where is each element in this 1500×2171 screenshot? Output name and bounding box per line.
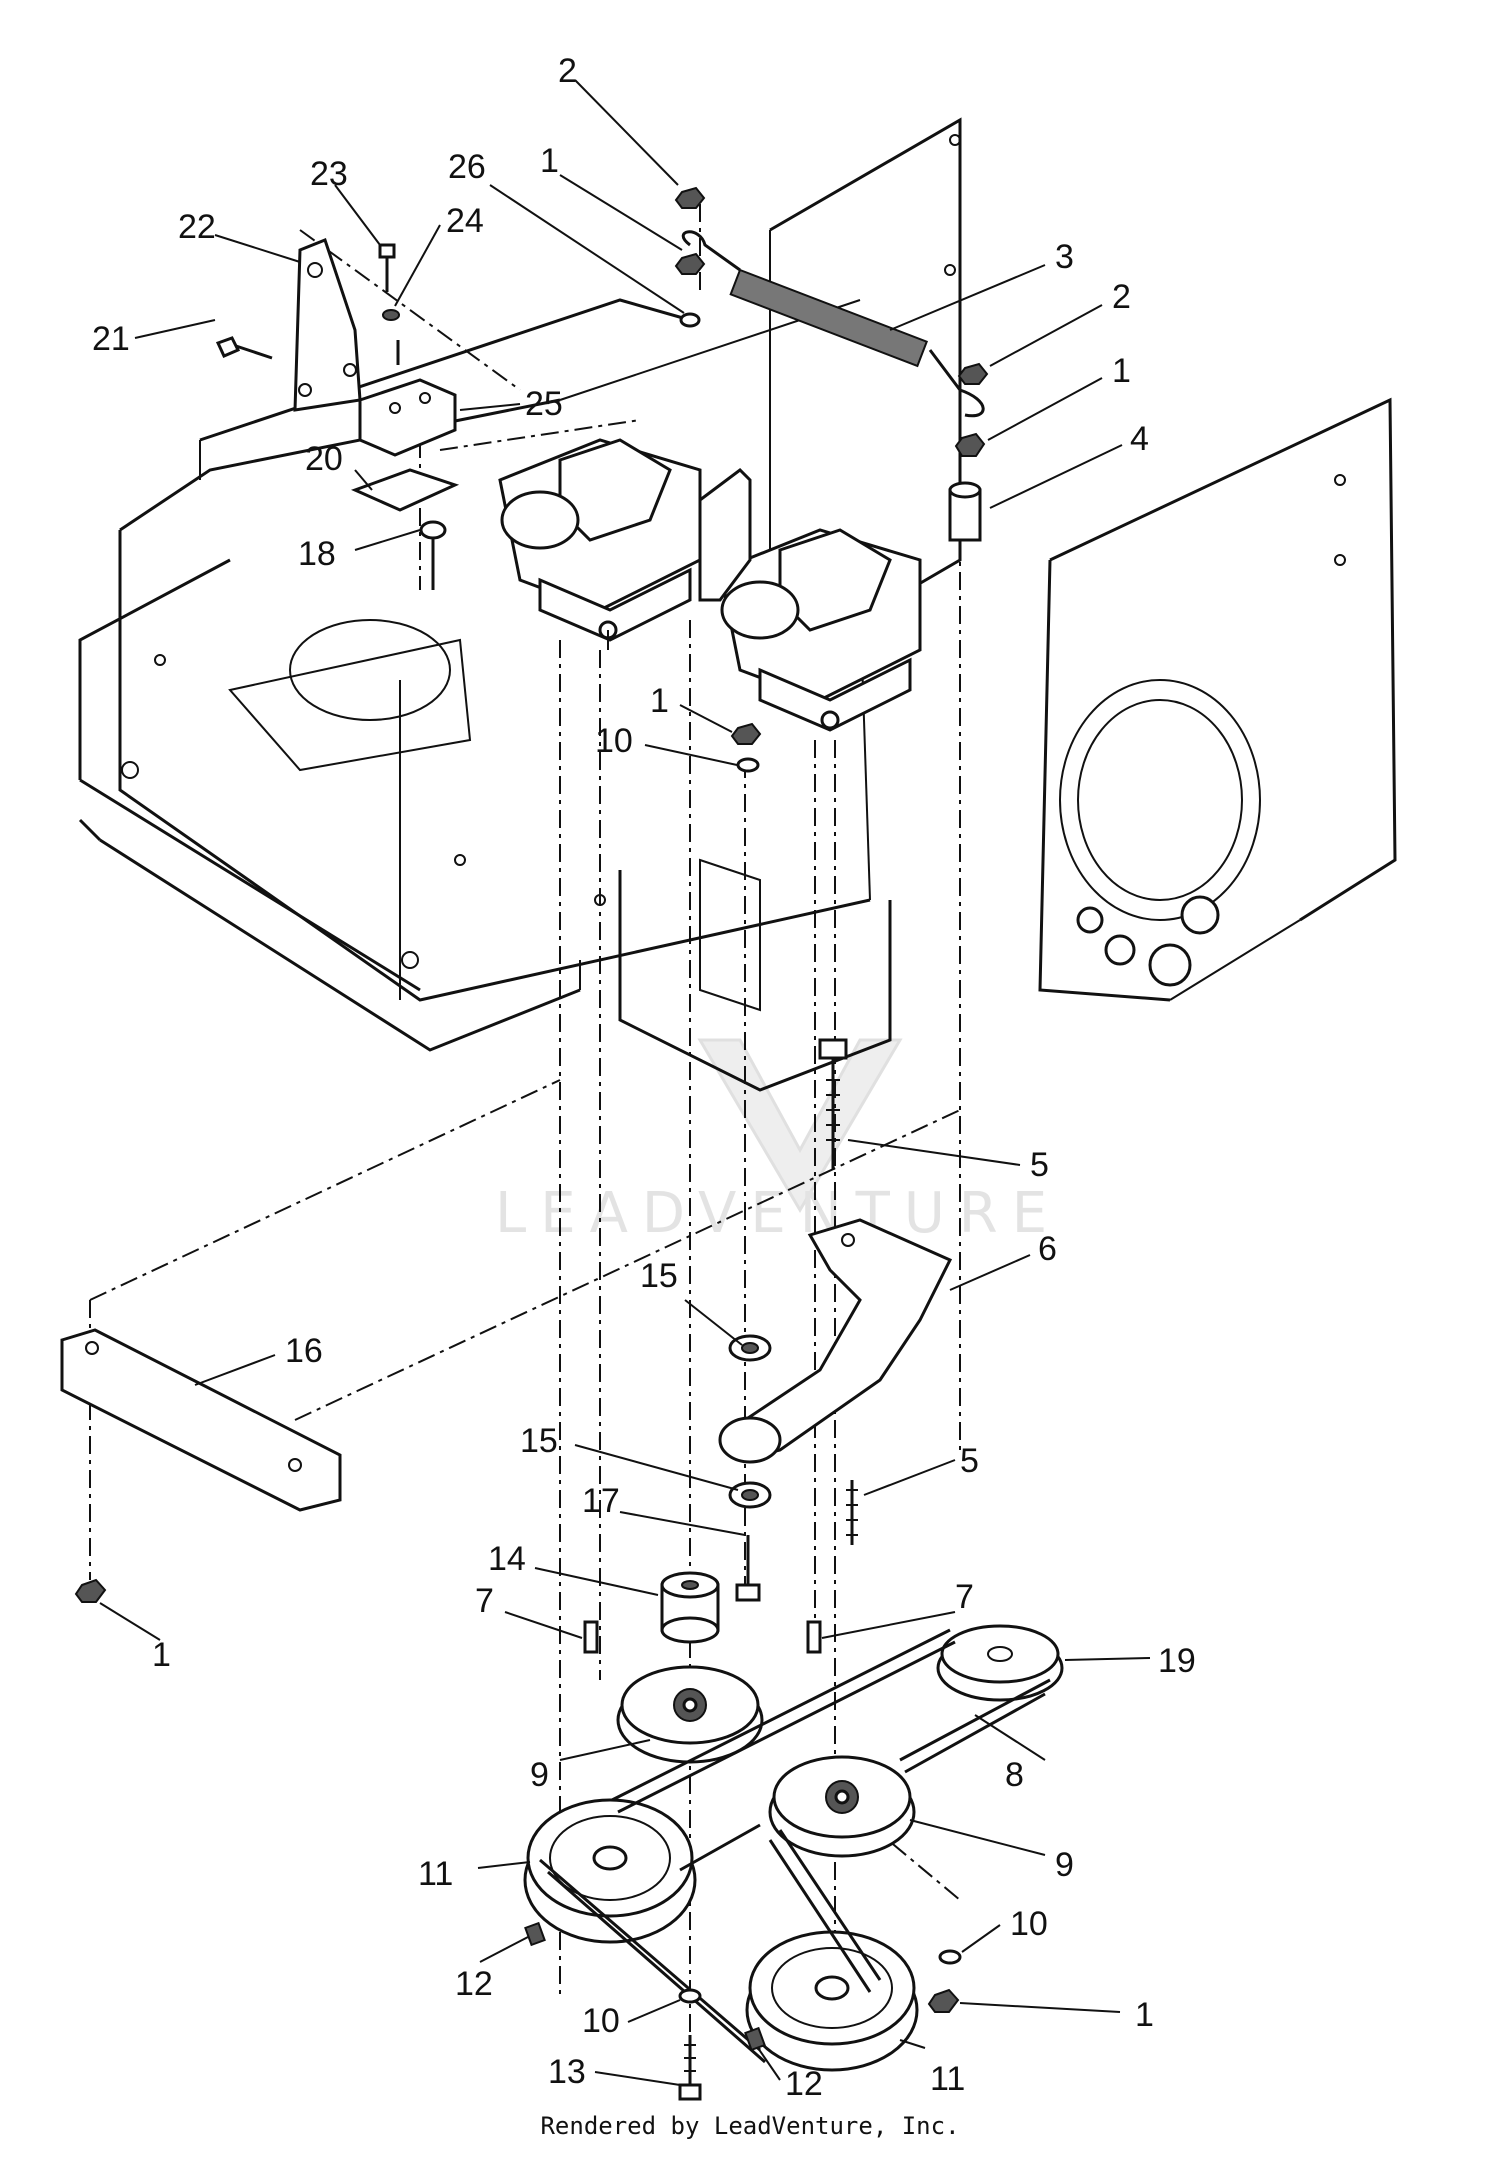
part-3-spring: [681, 230, 985, 418]
part-21-bolt: [215, 336, 273, 360]
part-17-bolt: [735, 1535, 761, 1602]
callout-labels: 2 1 26 23 22 24 3 2 1 4 21 25 20 18 1 10…: [92, 52, 1196, 2103]
watermark-logo: LEADVENTURE: [495, 1038, 1061, 1246]
callout-15: 15: [520, 1422, 558, 1460]
callout-20: 20: [305, 440, 343, 478]
callout-22: 22: [178, 208, 216, 246]
callout-7: 7: [955, 1578, 974, 1616]
callout-16: 16: [285, 1332, 323, 1370]
callout-19: 19: [1158, 1642, 1196, 1680]
callout-25: 25: [525, 385, 563, 423]
part-9-idler-pulley-left: [616, 1665, 764, 1764]
part-1-nut-left: [74, 1578, 107, 1603]
part-8-belt: [539, 1628, 1051, 2064]
part-4-spacer: [948, 481, 982, 542]
callout-17: 17: [582, 1482, 620, 1520]
hydro-pump-right: [718, 528, 922, 732]
callout-18: 18: [298, 535, 336, 573]
tractor-frame: [78, 117, 1397, 1092]
callout-6: 6: [1038, 1230, 1057, 1268]
part-1-nut-right: [954, 432, 986, 457]
footer-credit: Rendered by LeadVenture, Inc.: [540, 2112, 960, 2140]
part-5-bolt-lower: [846, 1480, 858, 1545]
part-23-bolt: [378, 243, 396, 292]
callout-26: 26: [448, 148, 486, 186]
part-19-pulley: [936, 1624, 1064, 1702]
part-10-washer-right: [938, 1949, 962, 1965]
hydro-pump-left: [498, 438, 702, 650]
callout-7: 7: [475, 1582, 494, 1620]
callout-9: 9: [530, 1756, 549, 1794]
part-12-set-screw-right: [744, 2026, 766, 2052]
part-18-carriage-bolt: [419, 520, 447, 590]
part-10-washer-bottom: [678, 1988, 702, 2004]
callout-11: 11: [930, 2060, 965, 2098]
callout-1: 1: [650, 682, 669, 720]
part-25-block: [358, 378, 457, 457]
callout-23: 23: [310, 155, 348, 193]
part-7-key-right: [806, 1620, 822, 1654]
callout-10: 10: [582, 2002, 620, 2040]
part-10-washer-mid: [736, 757, 760, 773]
callout-15: 15: [640, 1257, 678, 1295]
callout-8: 8: [1005, 1756, 1024, 1794]
callout-9: 9: [1055, 1846, 1074, 1884]
part-15-bearing-lower: [728, 1481, 772, 1509]
callout-1: 1: [1135, 1996, 1154, 2034]
part-7-key-left: [583, 1620, 599, 1654]
part-1-nut-top: [674, 252, 706, 275]
callout-5: 5: [960, 1442, 979, 1480]
callout-3: 3: [1055, 238, 1074, 276]
part-9-idler-pulley-right: [768, 1755, 916, 1858]
callout-21: 21: [92, 320, 130, 358]
leader-lines: [99, 79, 1151, 2086]
callout-13: 13: [548, 2053, 586, 2091]
part-20-pad: [350, 468, 460, 512]
part-16-shield: [60, 1328, 342, 1512]
part-12-set-screw-left: [524, 1921, 546, 1947]
part-15-bearing-upper: [728, 1334, 772, 1362]
part-26-washer: [679, 312, 701, 328]
callout-24: 24: [446, 202, 484, 240]
callout-1: 1: [152, 1636, 171, 1674]
part-14-spacer: [660, 1571, 720, 1644]
pump-linkage-bracket: [698, 468, 752, 602]
callout-12: 12: [785, 2065, 823, 2103]
callout-1: 1: [1112, 352, 1131, 390]
part-2-nut-top: [674, 186, 706, 209]
callout-2: 2: [558, 52, 577, 90]
part-11-pulley-right: [745, 1930, 919, 2072]
callout-14: 14: [488, 1540, 526, 1578]
callout-2: 2: [1112, 278, 1131, 316]
part-13-bolt: [678, 2035, 702, 2101]
callout-1: 1: [540, 142, 559, 180]
callout-5: 5: [1030, 1146, 1049, 1184]
part-6-arm-hub: [718, 1416, 782, 1464]
callout-11: 11: [418, 1855, 453, 1893]
part-1-nut-bottom: [927, 1988, 960, 2013]
callout-12: 12: [455, 1965, 493, 2003]
callout-10: 10: [595, 722, 633, 760]
callout-4: 4: [1130, 420, 1149, 458]
part-2-nut-right: [957, 362, 989, 385]
watermark-text: LEADVENTURE: [495, 1181, 1061, 1246]
callout-10: 10: [1010, 1905, 1048, 1943]
part-24-washer: [382, 309, 400, 321]
part-5-bolt-upper: [818, 1038, 848, 1170]
part-1-nut-mid: [730, 722, 762, 745]
